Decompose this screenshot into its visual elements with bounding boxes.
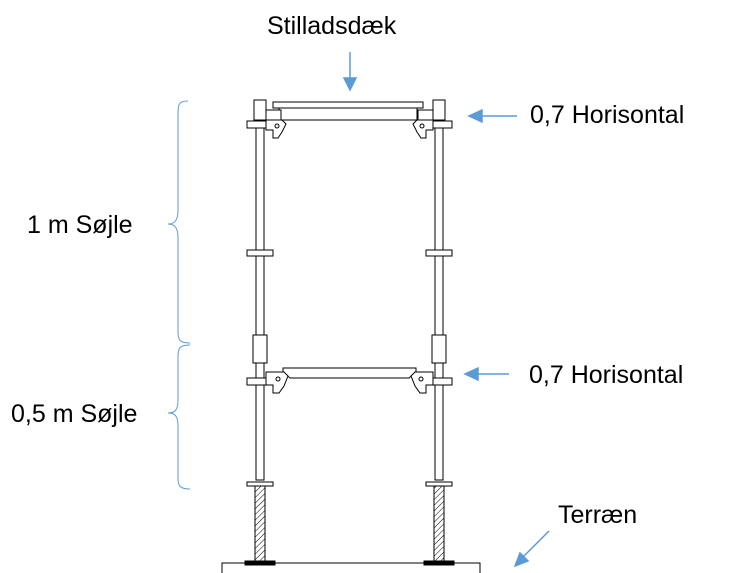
mid-left-coupler [265, 371, 289, 394]
top-left-coupler [265, 119, 287, 139]
mid-right-coupler [410, 371, 434, 394]
right-spigot [431, 334, 447, 364]
ledger-tube [282, 367, 417, 379]
left-column [244, 99, 276, 566]
brace-1m [167, 100, 191, 344]
brace-05m [167, 344, 191, 490]
annotation-arrows [342, 52, 550, 568]
left-base-plate-top [246, 481, 274, 487]
right-base-jack-thread [433, 485, 445, 563]
right-rosette-middle [425, 249, 453, 257]
mid-horizontal-arrow-head [463, 366, 479, 382]
middle-horizontal-ledger [265, 367, 434, 394]
scaffold-deck [265, 101, 434, 139]
left-rosette-middle [246, 249, 274, 257]
right-column-upper-tube [434, 119, 444, 481]
deck-lower-board [278, 107, 418, 121]
left-base-plate [244, 560, 276, 566]
left-base-jack-thread [254, 485, 266, 563]
left-column-top-stub [253, 99, 267, 121]
deck-arrow-head [342, 77, 358, 92]
column-1m-label: 1 m Søjle [27, 211, 133, 239]
left-column-upper-tube [255, 119, 265, 481]
mid-horizontal-label: 0,7 Horisontal [529, 361, 684, 389]
ground-block [221, 562, 481, 573]
top-right-coupler [412, 119, 434, 139]
right-base-plate [423, 560, 455, 566]
top-horizontal-label: 0,7 Horisontal [530, 101, 685, 129]
right-column [423, 99, 455, 566]
deck-top-board [272, 101, 424, 109]
column-05m-label: 0,5 m Søjle [11, 400, 138, 428]
dimension-braces [167, 100, 191, 490]
ground-arrow-head [513, 551, 530, 568]
left-spigot [252, 334, 268, 364]
right-base-plate-top [425, 481, 453, 487]
deck-label: Stilladsdæk [267, 12, 397, 40]
ground-label: Terræn [558, 501, 638, 529]
top-horizontal-arrow-head [467, 108, 483, 124]
right-column-top-stub [432, 99, 446, 121]
